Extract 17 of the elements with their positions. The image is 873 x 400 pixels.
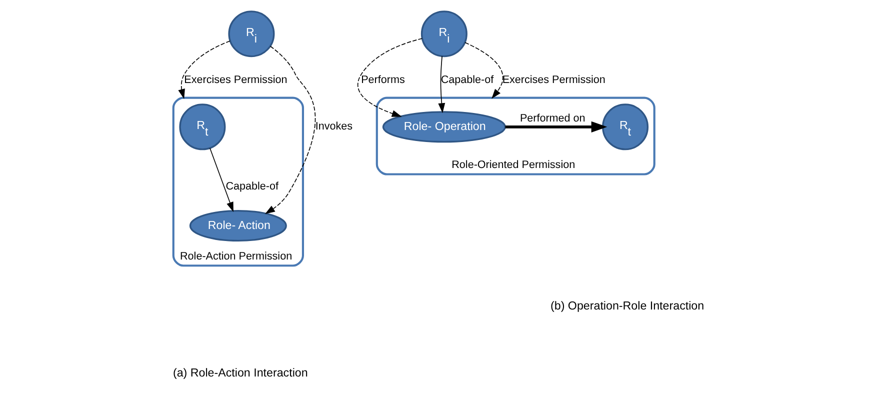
arrow <box>464 42 504 99</box>
edge-label: Invokes <box>315 120 353 133</box>
arrow <box>178 40 230 100</box>
edge-label: Performs <box>361 74 405 86</box>
edge-label: Capable-of <box>440 74 494 86</box>
edge-label: Exercises Permission <box>184 74 288 86</box>
edge-label: Exercises Permission <box>502 74 606 86</box>
arrow <box>438 56 446 114</box>
arrow <box>357 38 423 117</box>
edge-label: Capable-of <box>226 180 278 193</box>
label: (b) Operation-Role Interaction <box>550 299 704 312</box>
label: (a) Role-Action Interaction <box>172 366 308 380</box>
node-ellipse: Role- Action <box>189 210 287 242</box>
arrow <box>265 46 316 214</box>
edge-label: Performed on <box>520 112 586 124</box>
arrow <box>505 121 608 132</box>
arrow <box>210 148 234 212</box>
